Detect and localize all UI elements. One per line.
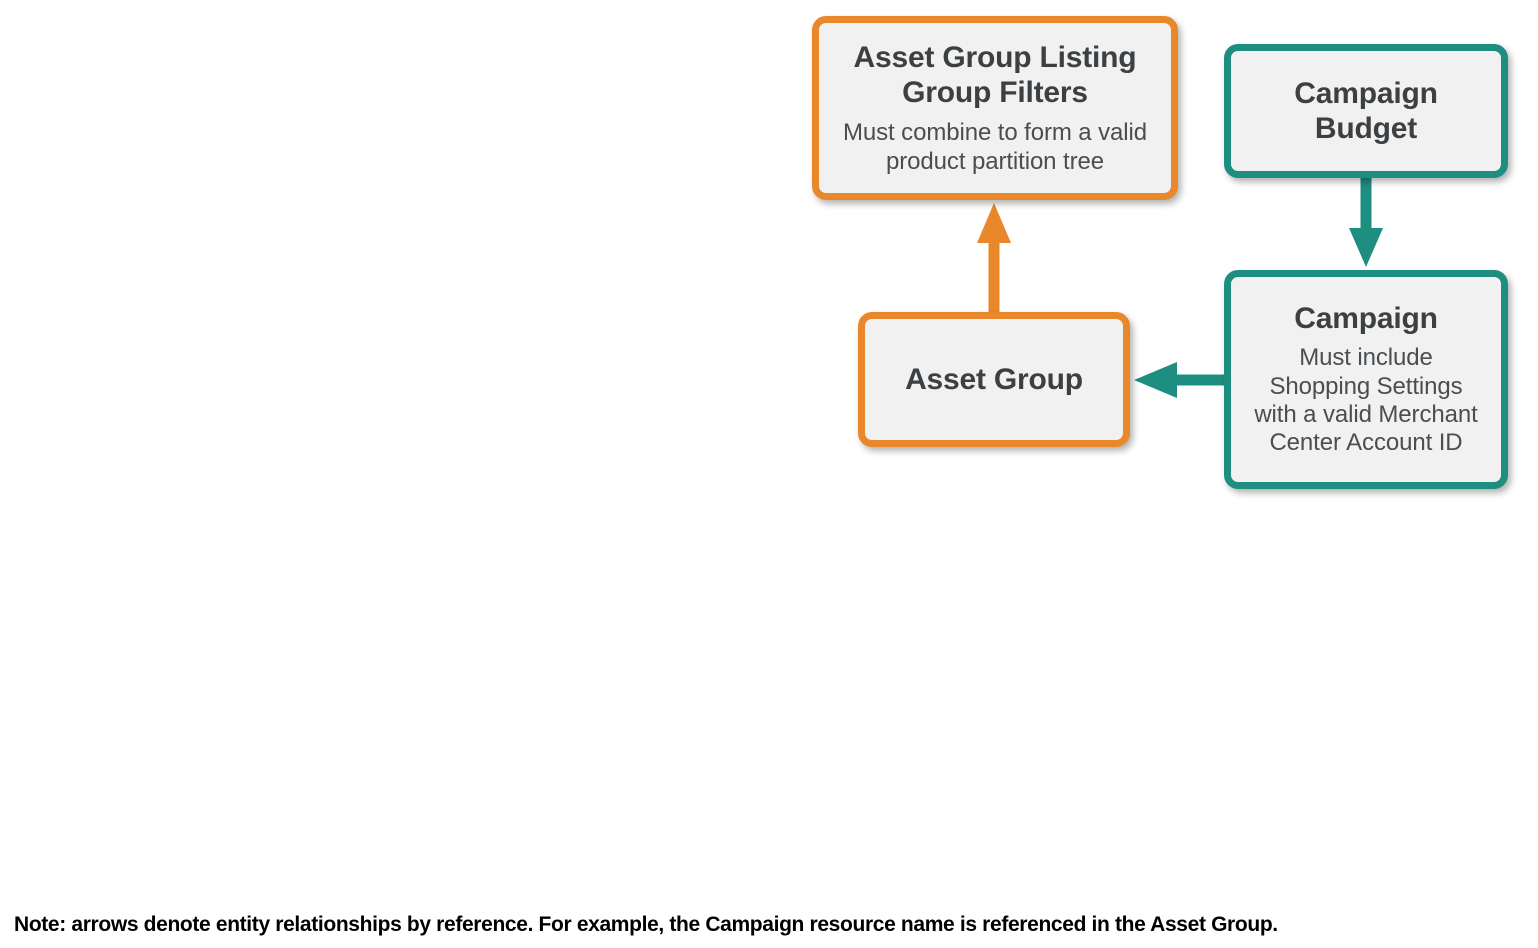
node-asset-group[interactable]: Asset Group [858, 312, 1130, 447]
edge-asset-group-to-listing-filters [977, 203, 1011, 314]
diagram-note: Note: arrows denote entity relationships… [14, 913, 1278, 936]
node-title: Asset Group [905, 362, 1083, 396]
node-description: Must combine to form a valid product par… [843, 119, 1147, 175]
node-title: Campaign Budget [1294, 76, 1438, 145]
node-asset-group-listing-group-filters[interactable]: Asset Group Listing Group Filters Must c… [812, 16, 1178, 200]
node-title: Campaign [1294, 302, 1438, 336]
node-campaign[interactable]: Campaign Must include Shopping Settings … [1224, 270, 1508, 489]
node-title: Asset Group Listing Group Filters [853, 41, 1137, 110]
node-campaign-budget[interactable]: Campaign Budget [1224, 44, 1508, 178]
edge-campaign-budget-to-campaign [1349, 176, 1383, 267]
node-description: Must include Shopping Settings with a va… [1254, 344, 1478, 457]
edge-campaign-to-asset-group [1134, 362, 1226, 398]
